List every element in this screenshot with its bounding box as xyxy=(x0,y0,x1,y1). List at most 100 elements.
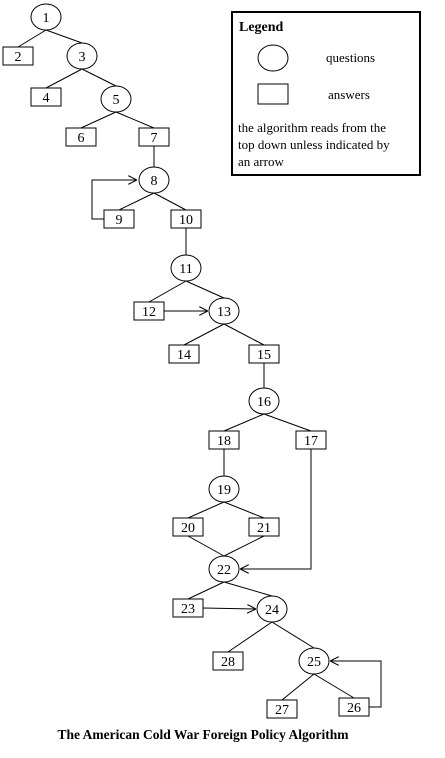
node-label-2: 2 xyxy=(15,50,22,65)
node-label-20: 20 xyxy=(181,521,195,536)
answer-box xyxy=(65,127,97,147)
legend-answer-symbol xyxy=(257,83,289,105)
edge-1-to-2 xyxy=(17,29,47,48)
node-label-5: 5 xyxy=(113,93,120,108)
answer-box xyxy=(248,517,280,537)
question-node-13: 13 xyxy=(208,297,240,325)
question-node-22: 22 xyxy=(208,555,240,583)
edge-21-to-22 xyxy=(223,535,265,557)
question-ellipse xyxy=(256,595,288,623)
question-node-3: 3 xyxy=(66,42,98,70)
legend-note-line-3: an arrow xyxy=(238,154,284,169)
question-node-8: 8 xyxy=(138,166,170,194)
node-label-22: 22 xyxy=(217,563,231,578)
arrow-17-to-22 xyxy=(241,449,312,569)
edge-22-to-24 xyxy=(223,581,273,597)
answer-node-6: 6 xyxy=(65,127,97,147)
edge-22-to-23 xyxy=(187,581,225,600)
arrow-9-to-8 xyxy=(91,180,136,220)
node-label-12: 12 xyxy=(142,305,156,320)
edge-20-to-22 xyxy=(187,535,225,557)
answer-node-12: 12 xyxy=(133,301,165,321)
answer-box xyxy=(338,697,370,717)
legend-note-line-1: the algorithm reads from the xyxy=(238,120,386,135)
edge-1-to-3 xyxy=(45,29,83,44)
question-ellipse xyxy=(66,42,98,70)
node-label-26: 26 xyxy=(347,701,361,716)
node-label-6: 6 xyxy=(78,131,85,146)
answer-node-28: 28 xyxy=(212,651,244,671)
question-node-11: 11 xyxy=(170,254,202,282)
answer-box xyxy=(133,301,165,321)
question-node-19: 19 xyxy=(208,475,240,503)
answer-box xyxy=(30,87,62,107)
legend-questions-label: questions xyxy=(326,50,375,65)
node-label-16: 16 xyxy=(257,395,271,410)
question-ellipse xyxy=(30,3,62,31)
question-node-24: 24 xyxy=(256,595,288,623)
node-label-19: 19 xyxy=(217,483,231,498)
answer-box xyxy=(172,598,204,618)
edge-24-to-25 xyxy=(271,621,315,649)
edge-5-to-7 xyxy=(115,111,155,129)
legend-answers-label: answers xyxy=(328,87,370,102)
question-ellipse xyxy=(208,475,240,503)
edge-13-to-15 xyxy=(223,323,265,346)
answer-node-14: 14 xyxy=(168,344,200,364)
arrow-23-to-24 xyxy=(202,608,255,609)
edge-19-to-21 xyxy=(223,501,265,519)
node-label-15: 15 xyxy=(257,348,271,363)
legend-title: Legend xyxy=(239,20,284,35)
node-label-23: 23 xyxy=(181,602,195,617)
node-label-14: 14 xyxy=(177,348,191,363)
answer-node-26: 26 xyxy=(338,697,370,717)
edge-19-to-20 xyxy=(187,501,225,519)
question-ellipse xyxy=(100,85,132,113)
node-label-1: 1 xyxy=(43,11,50,26)
legend: Legend questions answers the algorithm r… xyxy=(231,11,421,176)
legend-note-line-2: top down unless indicated by xyxy=(238,137,390,152)
edge-3-to-4 xyxy=(45,68,83,89)
answer-node-17: 17 xyxy=(295,430,327,450)
node-label-10: 10 xyxy=(179,213,193,228)
answer-box xyxy=(138,127,170,147)
edge-13-to-14 xyxy=(183,323,225,346)
edge-11-to-13 xyxy=(185,280,225,299)
node-label-4: 4 xyxy=(43,91,50,106)
question-ellipse xyxy=(248,387,280,415)
edge-8-to-9 xyxy=(118,192,155,211)
node-label-27: 27 xyxy=(275,703,289,718)
edge-24-to-28 xyxy=(227,621,273,653)
node-label-11: 11 xyxy=(179,262,192,277)
legend-question-symbol xyxy=(257,44,289,72)
edge-16-to-17 xyxy=(263,413,312,432)
question-ellipse xyxy=(298,647,330,675)
edge-25-to-26 xyxy=(313,673,355,699)
answer-node-18: 18 xyxy=(208,430,240,450)
edges-layer xyxy=(17,29,382,708)
answer-box xyxy=(103,209,135,229)
answer-node-21: 21 xyxy=(248,517,280,537)
question-ellipse xyxy=(208,555,240,583)
answer-node-20: 20 xyxy=(172,517,204,537)
node-label-25: 25 xyxy=(307,655,321,670)
edge-11-to-12 xyxy=(148,280,187,303)
diagram-caption: The American Cold War Foreign Policy Alg… xyxy=(58,727,350,742)
edge-5-to-6 xyxy=(80,111,117,129)
answer-node-7: 7 xyxy=(138,127,170,147)
edge-3-to-5 xyxy=(81,68,117,87)
question-node-5: 5 xyxy=(100,85,132,113)
answer-node-27: 27 xyxy=(266,699,298,719)
node-label-18: 18 xyxy=(217,434,231,449)
answer-node-2: 2 xyxy=(2,46,34,66)
answer-box xyxy=(168,344,200,364)
answer-box xyxy=(172,517,204,537)
node-label-8: 8 xyxy=(151,174,158,189)
answer-node-9: 9 xyxy=(103,209,135,229)
answer-node-10: 10 xyxy=(170,209,202,229)
question-node-25: 25 xyxy=(298,647,330,675)
question-ellipse xyxy=(170,254,202,282)
answer-node-23: 23 xyxy=(172,598,204,618)
